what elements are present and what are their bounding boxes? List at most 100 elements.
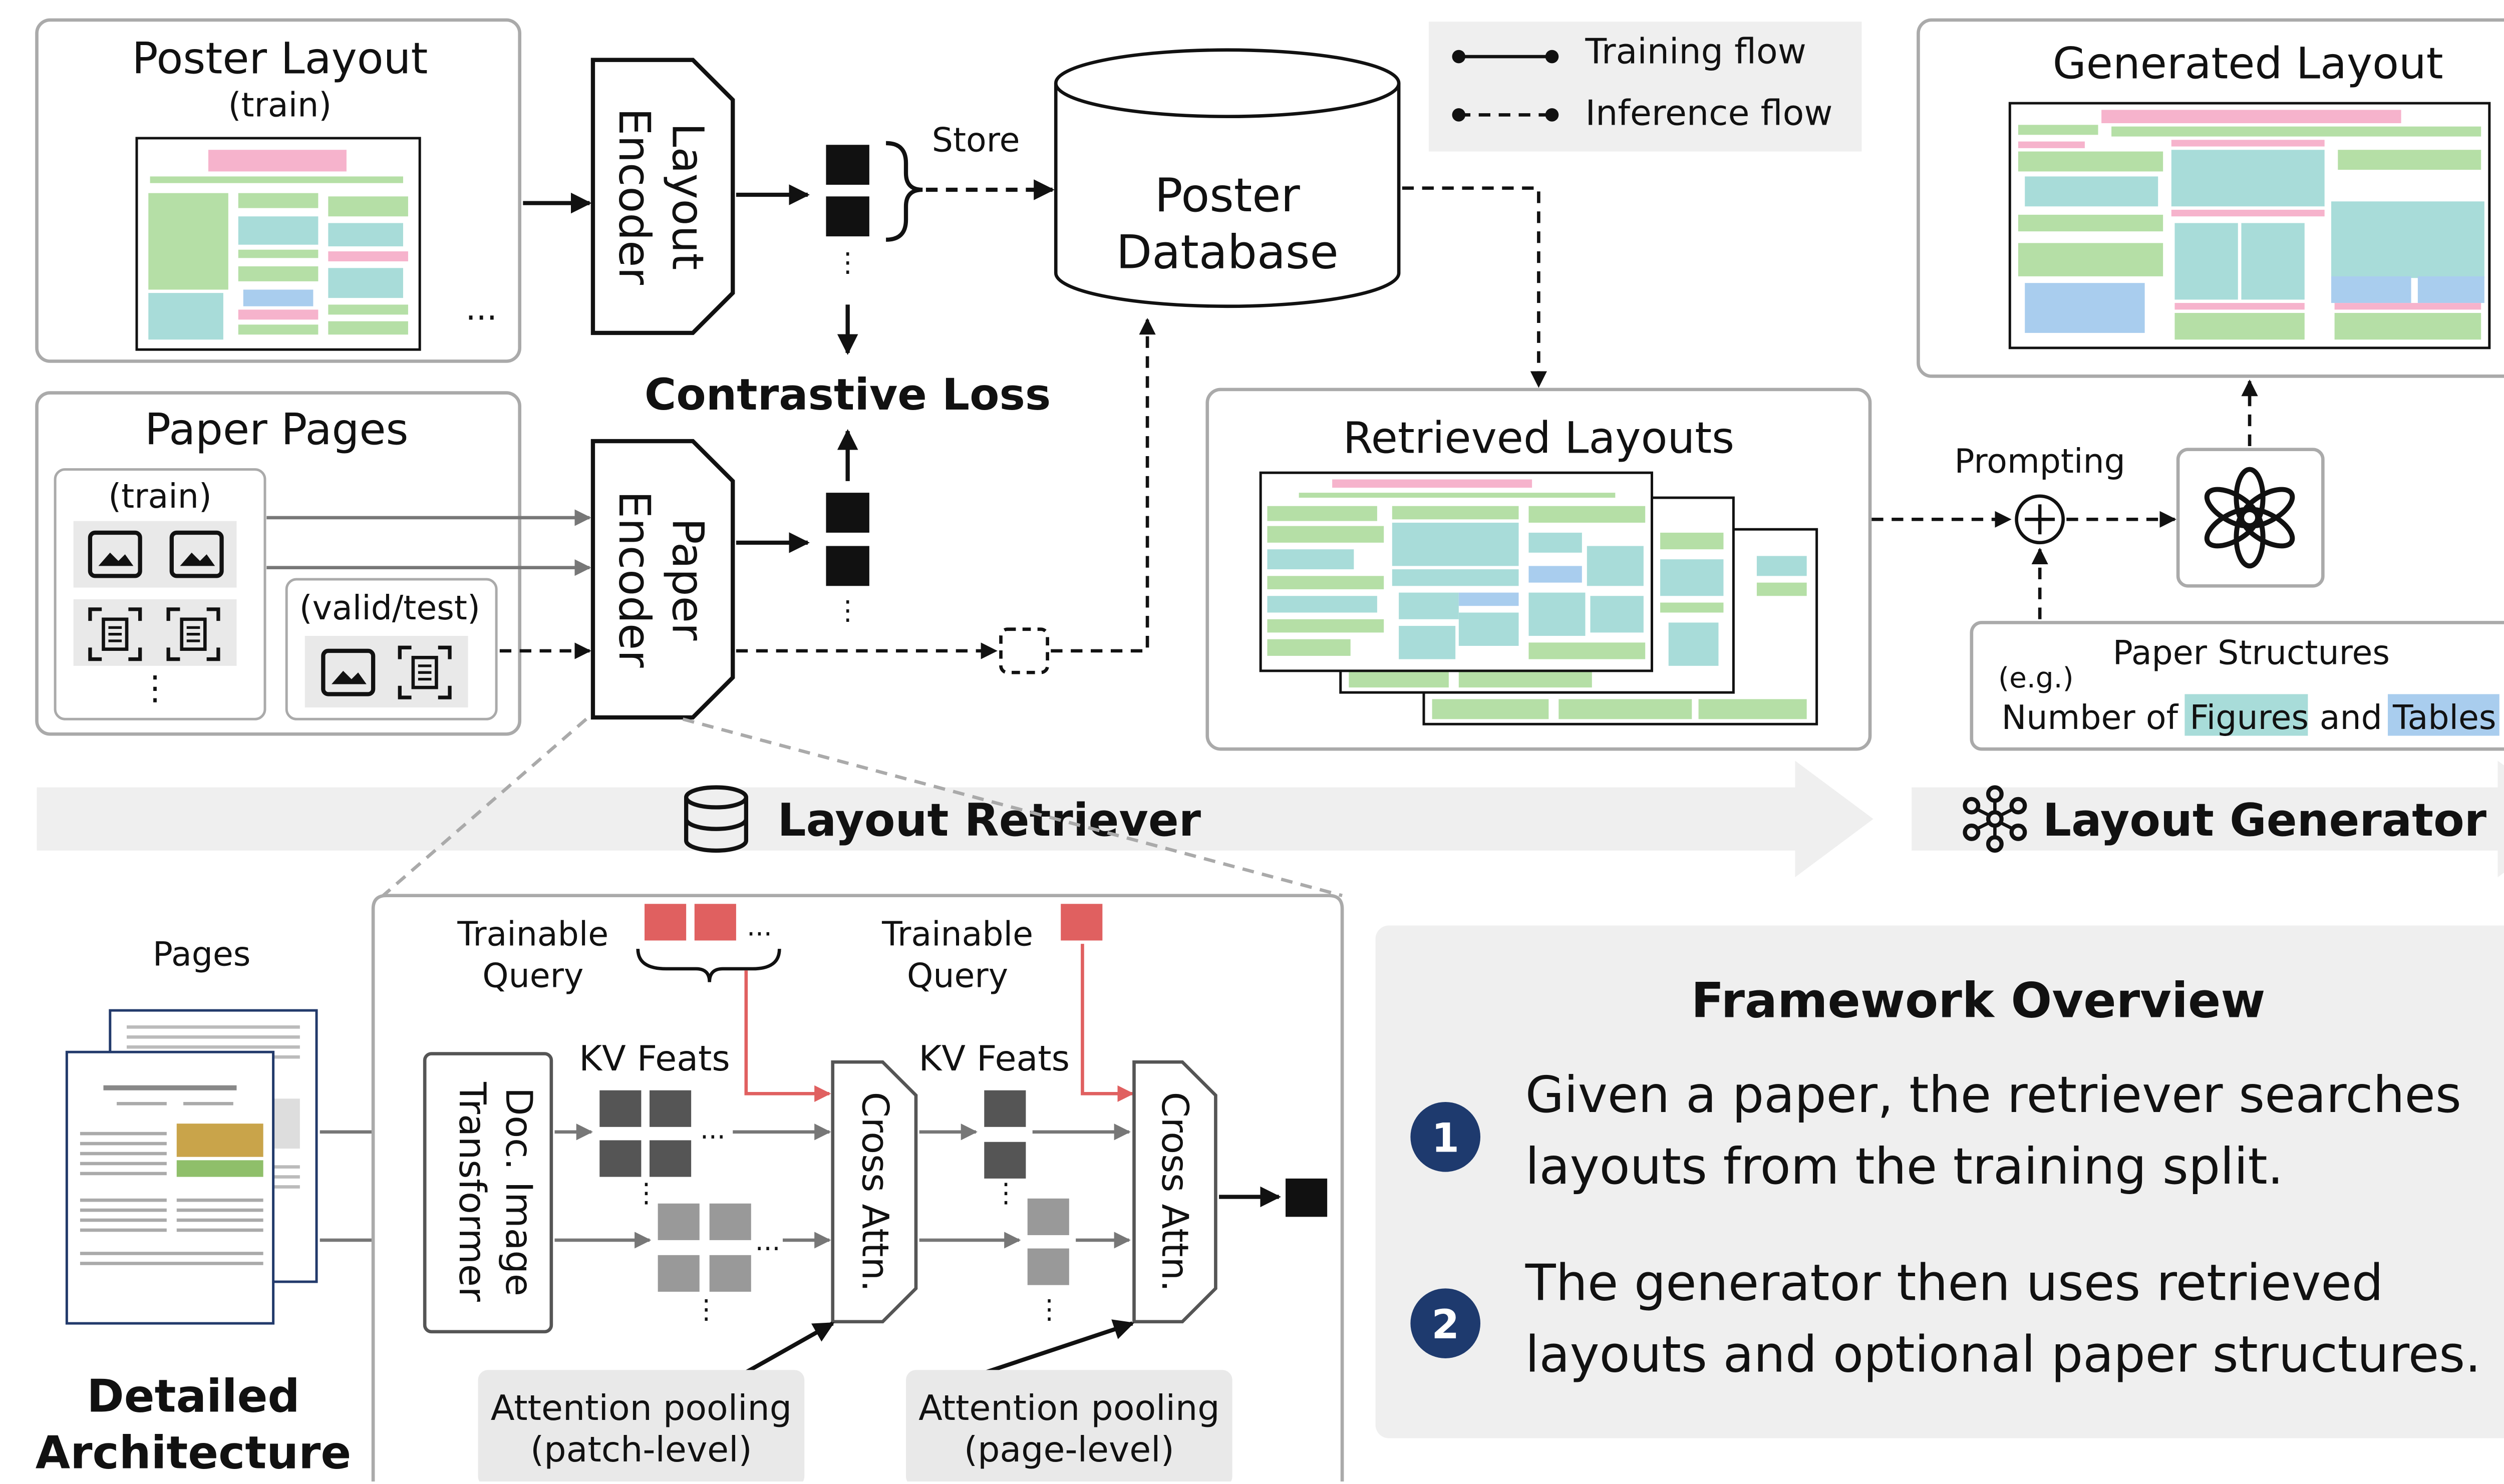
step-1-badge (1410, 1101, 1481, 1172)
database-icon (684, 785, 748, 853)
query-brace (636, 948, 781, 982)
query-token (645, 904, 687, 941)
generated-thumbnail (2008, 102, 2491, 349)
attention-pooling-page: Attention pooling (page-level) (906, 1370, 1232, 1484)
poster-layout-sub: (train) (228, 86, 332, 125)
kv-feats-grid-2: ⋮ ⋮ (984, 1090, 1069, 1325)
structures-tables: Tables (2392, 698, 2496, 737)
kv-vdots: ⋮ (633, 1177, 660, 1208)
retrieved-title: Retrieved Layouts (1343, 413, 1735, 463)
train-pages-ellipsis: ⋮ (138, 668, 171, 707)
paper-page-front (65, 1050, 275, 1325)
network-icon (1963, 785, 2027, 853)
doc-line2: Transformer (451, 1081, 493, 1302)
cross-attn-2-label: Cross Attn. (1153, 1092, 1196, 1292)
poster-layout-box: Poster Layout (train) ... (35, 18, 522, 363)
kv-feats-grid-1: ... ⋮ ... ⋮ (599, 1090, 780, 1325)
cross-attn-1-label: Cross Attn. (854, 1092, 896, 1292)
retrieved-layout-1 (1259, 471, 1653, 672)
step-1-number: 1 (1431, 1115, 1459, 1162)
paper-pages-box: Paper Pages (train) ⋮ (valid/test) (35, 391, 522, 736)
contrastive-loss: Contrastive Loss (645, 370, 1051, 420)
output-embedding (1286, 1178, 1328, 1217)
pool2-line2: (page-level) (964, 1429, 1174, 1470)
step-1-line2: layouts from the training split. (1525, 1137, 2284, 1196)
cross-attn-1: Cross Attn. (831, 1060, 918, 1324)
query-token (1061, 904, 1103, 941)
poster-database: Poster Database (1054, 48, 1401, 308)
cross-attn-2: Cross Attn. (1132, 1060, 1217, 1324)
paper-encoder-line1: Paper (663, 518, 713, 641)
layout-encoder-line2: Encoder (609, 108, 659, 285)
store-brace (885, 141, 923, 242)
paper-encoder: Paper Encoder (590, 439, 735, 720)
kv-dots: ... (700, 1114, 726, 1145)
layout-encoder-line1: Layout (663, 123, 713, 270)
pool2-line1: Attention pooling (918, 1388, 1219, 1428)
generator-banner: Layout Generator (1912, 761, 2504, 878)
detailed-title-1: Detailed (87, 1370, 299, 1422)
query-dots: ... (747, 911, 772, 942)
overview-title: Framework Overview (1691, 972, 2266, 1028)
pages-label: Pages (153, 934, 251, 973)
paper-encoder-line2: Encoder (609, 491, 659, 668)
step-2-number: 2 (1431, 1301, 1459, 1348)
poster-thumbnail (135, 137, 421, 351)
doc-image-transformer: Doc. Image Transformer (423, 1052, 553, 1334)
step-1-line1: Given a paper, the retriever searches (1525, 1065, 2461, 1124)
zoom-line-right (682, 717, 1343, 897)
retriever-banner: Layout Retriever (37, 761, 1873, 878)
prompting-label: Prompting (1954, 442, 2125, 481)
legend-training: Training flow (1585, 31, 1806, 72)
embedding-vdots: ⋮ (834, 595, 861, 626)
retriever-label: Layout Retriever (777, 795, 1201, 847)
doc-line1: Doc. Image (497, 1087, 540, 1296)
kv-feats-2: KV Feats (918, 1038, 1069, 1079)
valid-pages-label: (valid/test) (299, 588, 480, 627)
generated-title: Generated Layout (2053, 39, 2443, 89)
framework-overview: Framework Overview 1 Given a paper, the … (1375, 925, 2504, 1438)
paper-embeddings: ⋮ (826, 493, 869, 626)
structures-title: Paper Structures (2113, 633, 2390, 672)
structures-and: and (2320, 698, 2382, 737)
database-line2: Database (1116, 225, 1339, 279)
step-2-badge (1410, 1288, 1481, 1358)
trainable-query-1b: Query (482, 956, 583, 995)
structures-eg: (e.g.) (1998, 662, 2074, 694)
pool1-line2: (patch-level) (530, 1429, 752, 1470)
database-line1: Poster (1155, 168, 1301, 222)
kv-dots: ... (755, 1226, 781, 1257)
kv-vdots: ⋮ (693, 1294, 719, 1325)
arrow-pool2 (982, 1319, 1135, 1375)
kv-vdots: ⋮ (993, 1177, 1019, 1208)
openai-icon (2204, 467, 2295, 569)
plus-icon (2015, 494, 2065, 545)
generator-label: Layout Generator (2043, 795, 2486, 847)
layout-encoder: Layout Encoder (590, 58, 735, 335)
poster-ellipsis: ... (466, 288, 497, 327)
store-label: Store (932, 121, 1020, 160)
kv-vdots: ⋮ (1036, 1294, 1062, 1325)
train-pages-label: (train) (108, 477, 212, 516)
zoom-line-left (382, 717, 587, 897)
arrow-db-to-retrieved (1402, 186, 1547, 388)
trainable-query-1a: Trainable (457, 914, 608, 953)
paper-pages-title: Paper Pages (145, 405, 409, 455)
trainable-query-2b: Query (907, 956, 1008, 995)
query-token (694, 904, 736, 941)
layout-embeddings: ⋮ (826, 145, 869, 278)
generated-layout-box: Generated Layout (1917, 18, 2504, 378)
pool1-line1: Attention pooling (491, 1388, 792, 1428)
detailed-title-2: Architecture (36, 1427, 352, 1479)
legend: Training flow Inference flow (1428, 22, 1862, 152)
poster-layout-title: Poster Layout (132, 34, 428, 84)
paper-structures-box: Paper Structures (e.g.) Number of Figure… (1970, 621, 2504, 751)
embedding-vdots: ⋮ (834, 247, 861, 278)
query-embedding (999, 627, 1049, 674)
trainable-query-2a: Trainable (881, 914, 1033, 953)
step-2-line1: The generator then uses retrieved (1525, 1254, 2383, 1312)
arrow-query-1 (744, 970, 831, 1102)
attention-pooling-patch: Attention pooling (patch-level) (478, 1370, 805, 1484)
step-2-line2: layouts and optional paper structures. (1525, 1325, 2481, 1384)
